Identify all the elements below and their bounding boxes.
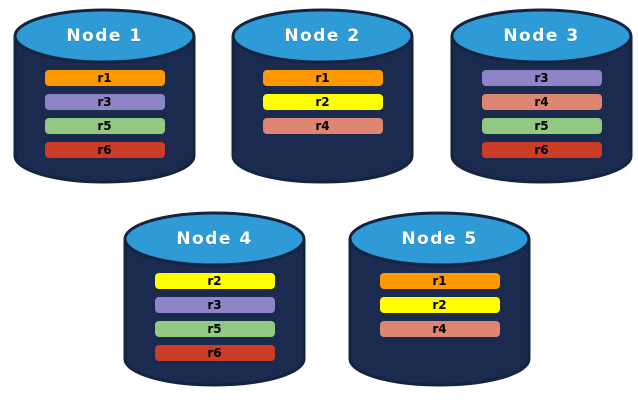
replica-bar[interactable]: r5: [481, 118, 602, 134]
replica-list: r1 r2 r4: [231, 70, 414, 134]
replica-bar[interactable]: r2: [262, 94, 383, 110]
cylinder-top-disc: [13, 8, 196, 64]
replica-bar[interactable]: r3: [481, 70, 602, 86]
replica-bar[interactable]: r2: [379, 297, 500, 313]
replica-bar[interactable]: r5: [44, 118, 165, 134]
replica-bar[interactable]: r1: [44, 70, 165, 86]
database-node-cylinder[interactable]: Node 5 r1 r2 r4: [348, 211, 531, 387]
replica-bar[interactable]: r6: [154, 345, 275, 361]
cylinder-top-disc: [348, 211, 531, 267]
replica-bar[interactable]: r5: [154, 321, 275, 337]
replica-bar[interactable]: r1: [379, 273, 500, 289]
replica-list: r3 r4 r5 r6: [450, 70, 633, 158]
replica-bar[interactable]: r2: [154, 273, 275, 289]
cylinder-top-disc: [450, 8, 633, 64]
cylinder-top-disc: [231, 8, 414, 64]
database-node-cylinder[interactable]: Node 4 r2 r3 r5 r6: [123, 211, 306, 387]
node-label: Node 1: [66, 26, 143, 46]
database-node-cylinder[interactable]: Node 1 r1 r3 r5 r6: [13, 8, 196, 184]
replica-bar[interactable]: r4: [262, 118, 383, 134]
replica-bar[interactable]: r6: [481, 142, 602, 158]
replica-list: r1 r2 r4: [348, 273, 531, 337]
replica-bar[interactable]: r1: [262, 70, 383, 86]
cylinder-top-disc: [123, 211, 306, 267]
node-label: Node 2: [284, 26, 361, 46]
replica-bar[interactable]: r4: [481, 94, 602, 110]
node-label: Node 3: [503, 26, 580, 46]
database-node-cylinder[interactable]: Node 2 r1 r2 r4: [231, 8, 414, 184]
replica-bar[interactable]: r3: [154, 297, 275, 313]
replica-list: r2 r3 r5 r6: [123, 273, 306, 361]
replica-list: r1 r3 r5 r6: [13, 70, 196, 158]
database-node-cylinder[interactable]: Node 3 r3 r4 r5 r6: [450, 8, 633, 184]
replica-bar[interactable]: r3: [44, 94, 165, 110]
node-label: Node 5: [401, 229, 478, 249]
node-label: Node 4: [176, 229, 253, 249]
replica-bar[interactable]: r6: [44, 142, 165, 158]
replica-bar[interactable]: r4: [379, 321, 500, 337]
